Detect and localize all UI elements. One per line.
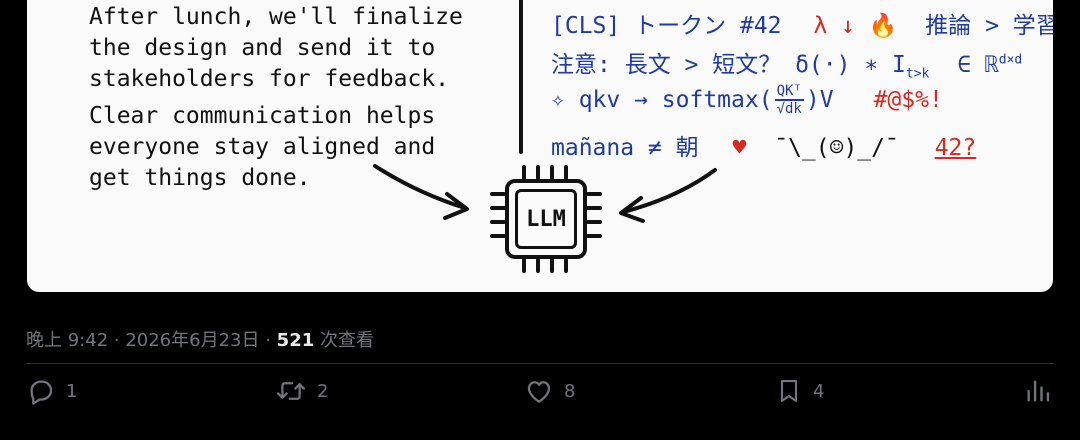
chip-body: LLM [505,179,587,259]
text-line: Clear communication helps [89,103,436,129]
text-blue: mañana ≠ 朝 [551,135,699,161]
left-arrow [373,164,467,210]
views-label: 次查看 [314,330,374,351]
text-line: After lunch, we'll finalize [89,4,463,30]
tweet-date[interactable]: 2026年6月23日 [125,330,260,351]
whiteboard-right-line-4: mañana ≠ 朝 ♥ ¯\_(☺)_/¯ 42? [551,128,976,162]
whiteboard-left-text: After lunch, we'll finalize the design a… [89,2,463,194]
reply-button[interactable]: 1 [26,376,77,406]
analytics-icon [1027,380,1050,402]
retweet-icon [276,382,306,400]
bookmark-icon [780,380,798,402]
superscript: d×d [998,52,1023,68]
tweet-meta: 晚上 9:42 · 2026年6月23日 · 521 次查看 [26,326,374,352]
llm-chip-icon: LLM [482,164,610,274]
bookmark-count: 4 [813,380,825,402]
tweet-image-whiteboard[interactable]: After lunch, we'll finalize the design a… [27,0,1053,292]
whiteboard-right-line-2: 注意: 長文 > 短文？ δ(·) ∗ It>k ∈ ℝd×d [551,45,1022,82]
left-arrow-head [443,192,469,220]
reply-icon [30,380,53,405]
fraction: QKᵀ √dk [774,83,804,117]
whiteboard-right-line-1: [CLS] トークン #42 λ ↓ 🔥 推論 > 学習 [551,6,1053,40]
text-blue: )V [805,87,834,113]
text-line: stakeholders for feedback. [89,66,450,92]
whiteboard-divider-line [519,0,523,154]
like-count: 8 [564,380,576,402]
retweet-count: 2 [317,380,329,402]
chip-label: LLM [515,189,577,249]
text-red: 42? [934,135,977,161]
whiteboard-right-line-3: ✧ qkv → softmax( QKᵀ √dk )V #@$%! [551,83,943,117]
tweet-time[interactable]: 晚上 9:42 [26,330,109,351]
bookmark-button[interactable]: 4 [775,376,824,406]
reply-count: 1 [66,380,78,402]
right-arrow [621,168,717,214]
text-blue: ∈ ℝ [957,52,999,78]
text-red: #@$%! [873,87,943,113]
separator-dot: · [259,330,277,351]
chip-pins [490,165,602,273]
like-button[interactable]: 8 [524,376,575,406]
heart-icon [527,381,551,403]
fraction-bottom: √dk [776,101,802,117]
text-line: get things done. [89,165,311,191]
shrug-text: ¯\_(☺)_/¯ [774,135,899,161]
divider [26,363,1054,364]
heart-icon: ♥ [732,135,747,161]
text-blue: 推論 > 学習 [925,13,1053,39]
arrows-drawing [373,164,717,223]
separator-dot: · [108,330,126,351]
retweet-button[interactable]: 2 [275,376,328,406]
fraction-top: QKᵀ [774,83,804,101]
analytics-button[interactable] [1024,376,1052,406]
subscript: t>k [905,66,930,82]
text-line: everyone stay aligned and [89,134,436,160]
right-arrow-head [619,196,645,223]
text-red: λ ↓ 🔥 [813,13,898,39]
views-count[interactable]: 521 [276,330,315,351]
text-blue: ✧ qkv → softmax( [551,87,773,113]
text-blue: [CLS] トークン #42 [551,13,782,39]
tweet-action-bar: 1 2 8 4 [0,376,1080,416]
text-line: the design and send it to [89,35,436,61]
text-blue: 注意: 長文 > 短文？ δ(·) ∗ I [551,52,906,78]
